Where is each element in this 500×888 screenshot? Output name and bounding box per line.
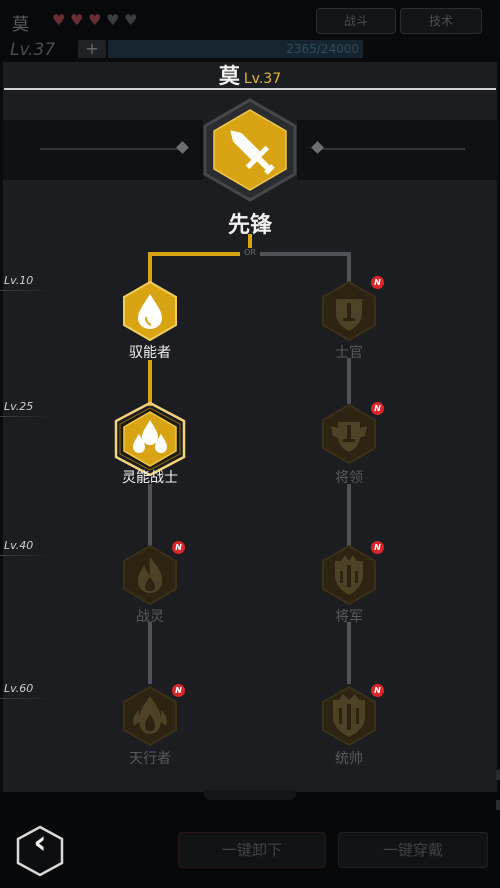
banner-line-left xyxy=(40,148,180,150)
back-hexagon-icon xyxy=(16,825,64,877)
new-badge: N xyxy=(371,541,384,554)
drop-icon xyxy=(123,280,177,342)
class-label: 战灵 xyxy=(136,609,164,625)
level-marker: Lv.25 xyxy=(4,400,34,413)
bg-battle-button: 战斗 xyxy=(316,8,396,34)
shield-wings-icon xyxy=(322,403,376,465)
root-banner-left xyxy=(3,120,203,180)
bg-tech-button: 技术 xyxy=(400,8,482,34)
back-button[interactable] xyxy=(16,825,64,877)
new-badge: N xyxy=(172,541,185,554)
connector-right-down xyxy=(347,252,351,286)
shield-sword-icon xyxy=(322,280,376,342)
connector-root xyxy=(248,234,252,254)
class-label: 天行者 xyxy=(129,751,171,767)
heart-icon: ♥ xyxy=(88,11,102,29)
class-label: 灵能战士 xyxy=(122,470,178,486)
level-marker: Lv.40 xyxy=(4,539,34,552)
new-badge: N xyxy=(371,276,384,289)
heart-empty-icon: ♥ xyxy=(106,11,120,29)
panel-notch xyxy=(204,790,296,800)
edge-mark xyxy=(496,770,500,780)
class-label: 统帅 xyxy=(335,751,363,767)
level-marker: Lv.60 xyxy=(4,682,34,695)
banner-line-right xyxy=(320,148,465,150)
bg-player-name: 莫 xyxy=(12,15,29,35)
edge-mark xyxy=(496,800,500,810)
bg-plus-button: + xyxy=(78,40,106,58)
heart-icon: ♥ xyxy=(52,11,66,29)
class-node-battle-spirit[interactable] xyxy=(122,544,178,606)
title-divider xyxy=(4,88,496,90)
root-class-label: 先锋 xyxy=(227,213,272,238)
class-label: 驭能者 xyxy=(129,345,171,361)
class-node-commander[interactable] xyxy=(321,403,377,465)
back-chevron-icon: ‹ xyxy=(33,823,47,861)
drops-icon xyxy=(114,401,186,477)
level-marker: Lv.10 xyxy=(4,274,34,287)
level-line xyxy=(0,698,50,699)
or-label: OR xyxy=(240,248,260,257)
connector-right-1 xyxy=(347,358,351,404)
class-label: 将军 xyxy=(335,609,363,625)
level-line xyxy=(0,555,50,556)
connector-left-down xyxy=(148,252,152,286)
connector-right-3 xyxy=(347,622,351,684)
unequip-all-button[interactable]: 一键卸下 xyxy=(178,832,326,868)
connector-left-2 xyxy=(148,484,152,546)
connector-left-3 xyxy=(148,622,152,684)
level-line xyxy=(0,416,50,417)
class-node-energy-controller[interactable] xyxy=(122,280,178,342)
class-label: 将领 xyxy=(335,470,363,486)
connector-right-2 xyxy=(347,484,351,546)
new-badge: N xyxy=(371,402,384,415)
connector-left-branch xyxy=(148,252,250,256)
class-node-marshal[interactable] xyxy=(321,685,377,747)
class-node-skywalker[interactable] xyxy=(122,685,178,747)
character-level: Lv.37 xyxy=(243,71,282,87)
sword-icon xyxy=(203,98,297,202)
crest-large-icon xyxy=(322,685,376,747)
bg-exp-bar: 2365/24000 xyxy=(108,40,363,58)
class-node-psionic-warrior[interactable] xyxy=(114,401,186,477)
heart-icon: ♥ xyxy=(70,11,84,29)
equip-all-button[interactable]: 一键穿戴 xyxy=(338,832,488,868)
class-node-general[interactable] xyxy=(321,544,377,606)
new-badge: N xyxy=(371,684,384,697)
character-name: 莫 xyxy=(218,64,240,88)
flame-icon xyxy=(123,544,177,606)
level-line xyxy=(0,290,50,291)
new-badge: N xyxy=(172,684,185,697)
heart-empty-icon: ♥ xyxy=(124,11,138,29)
class-node-sergeant[interactable] xyxy=(321,280,377,342)
connector-right-branch xyxy=(250,252,350,256)
bg-level: Lv.37 xyxy=(10,40,56,60)
root-class-node[interactable] xyxy=(200,98,300,202)
flame-wings-icon xyxy=(123,685,177,747)
crest-icon xyxy=(322,544,376,606)
root-banner-right xyxy=(297,120,497,180)
connector-left-1 xyxy=(148,360,152,406)
class-label: 士官 xyxy=(335,345,363,361)
